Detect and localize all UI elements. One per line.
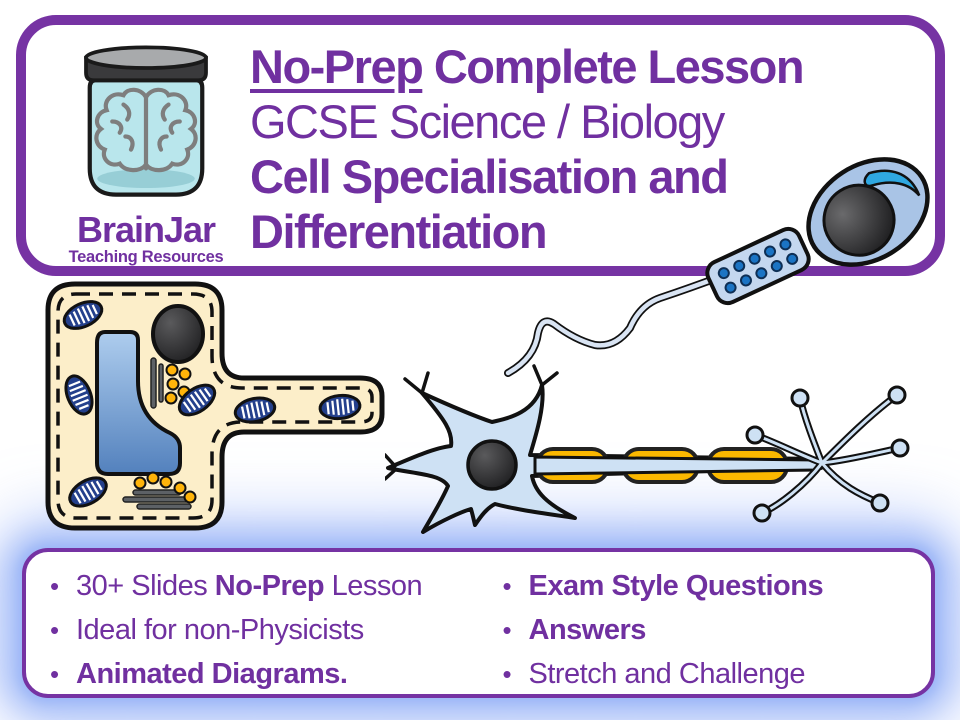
title-line-1: No-Prep Complete Lesson (250, 39, 950, 94)
golgi-icon (122, 471, 197, 510)
title-line-1-rest: Complete Lesson (422, 40, 805, 93)
feature-item: • Answers (503, 608, 932, 652)
myelin-sheath-icon (535, 447, 789, 484)
mitochondrion-icon (62, 300, 362, 508)
title-no-prep: No-Prep (250, 40, 424, 93)
features-left-column: • 30+ Slides No-Prep Lesson • Ideal for … (26, 552, 479, 694)
title-line-4: Differentiation (250, 205, 548, 258)
title-line-2: GCSE Science / Biology (250, 95, 725, 148)
bullet-icon: • (50, 615, 59, 645)
specialised-cell-illustration (45, 281, 385, 531)
page-title: No-Prep Complete Lesson GCSE Science / B… (250, 39, 950, 259)
feature-item: • Stretch and Challenge (503, 652, 932, 696)
feature-item: • Ideal for non-Physicists (50, 608, 479, 652)
brain-in-jar-icon (84, 45, 208, 197)
golgi-icon (150, 357, 192, 409)
bullet-icon: • (50, 571, 59, 601)
brand-name: BrainJar (76, 209, 216, 250)
nerve-cell-illustration (385, 364, 910, 534)
title-line-3: Cell Specialisation and (250, 150, 729, 203)
bullet-icon: • (502, 615, 512, 645)
bullet-icon: • (502, 659, 512, 689)
feature-item: • Animated Diagrams. (50, 652, 479, 696)
title-box: BrainJar Teaching Resources No-Prep Comp… (16, 15, 945, 276)
brainjar-logo: BrainJar Teaching Resources (48, 35, 244, 266)
feature-item: • Exam Style Questions (503, 564, 932, 608)
bullet-icon: • (502, 571, 512, 601)
brand-tagline: Teaching Resources (68, 248, 224, 266)
features-right-column: • Exam Style Questions • Answers • Stret… (479, 552, 932, 694)
feature-item: • 30+ Slides No-Prep Lesson (50, 564, 479, 608)
features-box: • 30+ Slides No-Prep Lesson • Ideal for … (22, 548, 935, 698)
bullet-icon: • (50, 659, 59, 689)
